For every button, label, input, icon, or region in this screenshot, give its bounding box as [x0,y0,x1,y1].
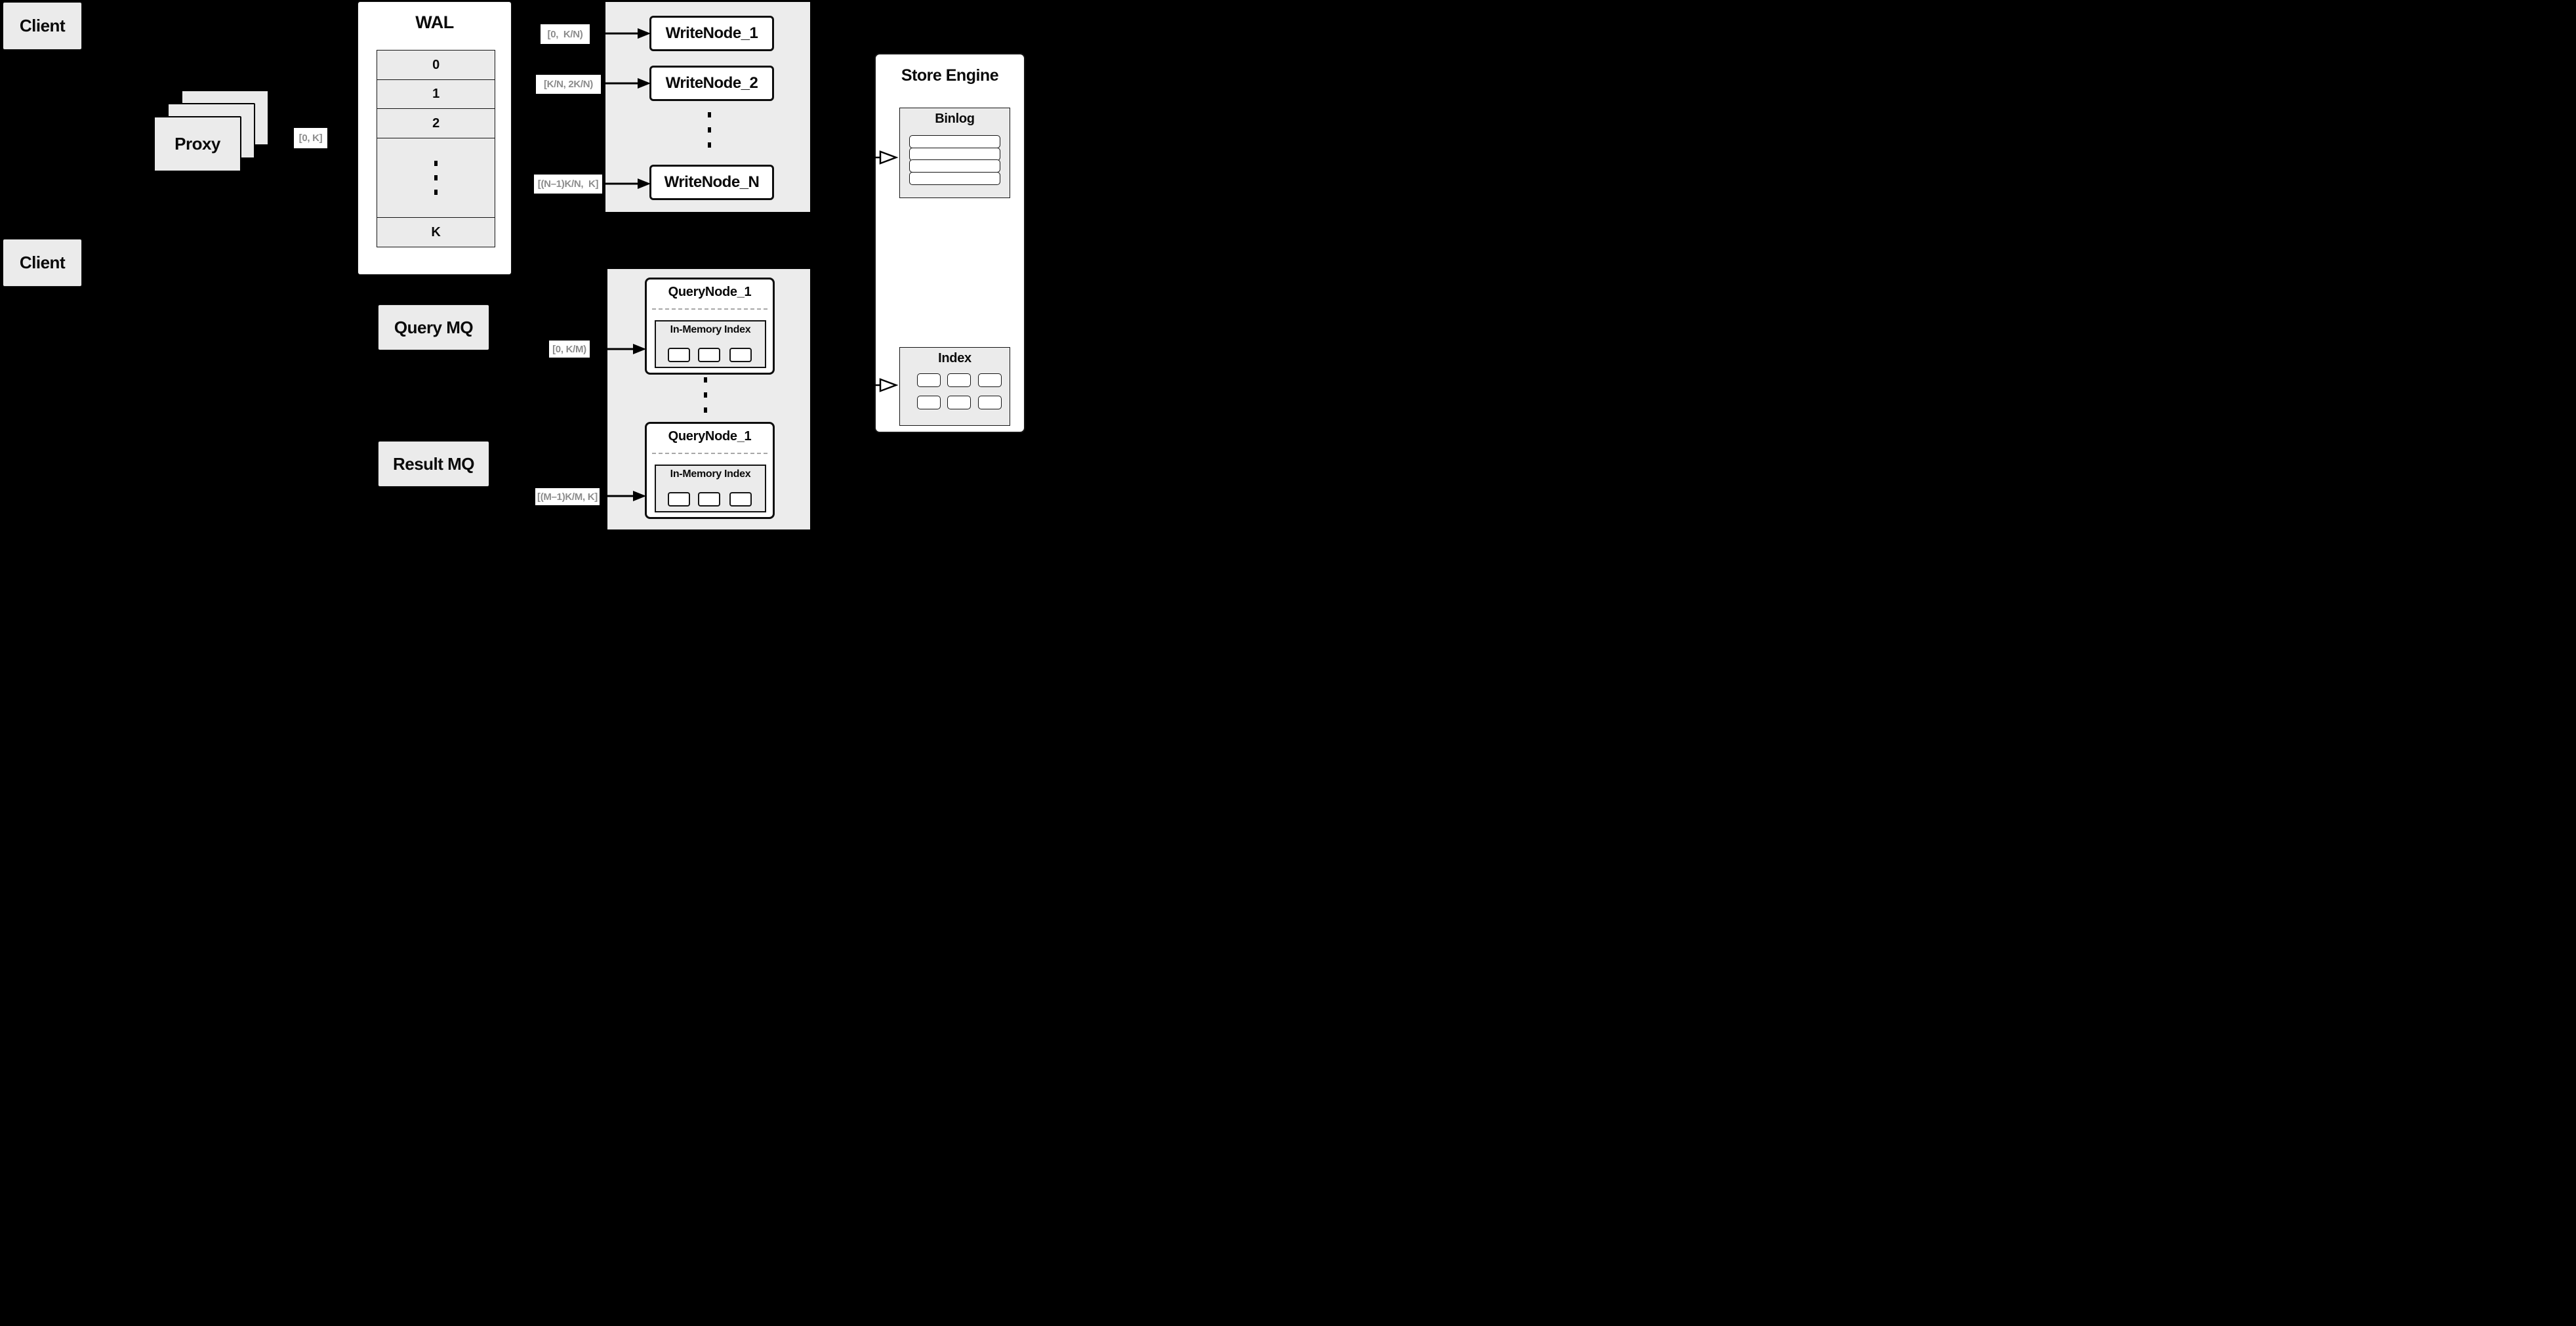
range-badge-proxy: [0, K] [294,128,327,148]
query-nodes-ellipsis-icon [704,377,707,413]
writenode-2-label: WriteNode_2 [665,74,758,92]
wal-row-1-label: 1 [432,87,440,101]
wal-row-k-label: K [431,224,441,239]
in-memory-index-title: In-Memory Index [670,468,751,480]
wal-row-0-label: 0 [432,57,440,72]
dot [434,175,438,180]
dashed-divider [652,308,767,310]
dashed-divider [652,453,767,454]
index-segment-cell [729,348,752,362]
writenode-n-label: WriteNode_N [664,173,760,191]
binlog-title: Binlog [935,112,975,126]
wal-row-1: 1 [377,79,495,110]
wal-row-2-label: 2 [432,115,440,131]
querynode-1-title: QueryNode_1 [668,285,752,299]
binlog-row [909,159,1000,173]
architecture-diagram: Client Client Proxy [0, K] WAL 0 1 2 [0,0,1029,529]
binlog-row [909,147,1000,161]
ellipsis-dots-icon [434,161,438,195]
querynode-m: QueryNode_1 In-Memory Index [645,422,775,519]
client-top-label: Client [19,16,66,35]
store-engine-box: Store Engine Binlog Index [874,53,1025,433]
index-cell [947,373,971,387]
client-node-bottom: Client [3,239,82,287]
wal-title: WAL [415,12,454,32]
result-mq-label: Result MQ [392,453,475,474]
result-mq-node: Result MQ [378,441,489,487]
dot [434,190,438,195]
range-badge-writenode-2: [K/N, 2K/N) [536,75,601,94]
index-segment-cell [729,492,752,507]
range-badge-querynode-1: [0, K/M) [549,341,590,358]
index-title: Index [938,351,971,365]
query-mq-node: Query MQ [378,304,489,350]
index-box: Index [899,347,1010,426]
index-segment-cell [668,492,690,507]
wal-box: WAL 0 1 2 K [358,1,512,275]
dot [704,377,707,383]
wal-row-ellipsis [377,137,495,218]
index-cell [917,396,941,409]
range-badge-querynode-m: [(M–1)K/M, K] [535,488,600,505]
binlog-row [909,135,1000,148]
proxy-node: Proxy [153,116,241,172]
index-segment-cell [698,492,720,507]
in-memory-index-box: In-Memory Index [655,320,766,368]
dot [704,407,707,413]
index-segment-cell [698,348,720,362]
index-cell [947,396,971,409]
dot [704,392,707,398]
client-node-top: Client [3,2,82,50]
dot [434,161,438,166]
querynode-1: QueryNode_1 In-Memory Index [645,278,775,375]
binlog-row [909,171,1000,185]
writenode-1: WriteNode_1 [649,16,774,51]
index-segment-cell [668,348,690,362]
index-cell [917,373,941,387]
dot [708,142,711,148]
writenode-n: WriteNode_N [649,165,774,200]
client-bottom-label: Client [19,253,66,272]
binlog-rows [900,135,1010,185]
range-badge-writenode-n: [(N–1)K/N, K] [534,175,602,194]
writenode-2: WriteNode_2 [649,66,774,101]
index-cell [978,373,1002,387]
range-badge-writenode-1: [0, K/N) [541,24,590,44]
query-mq-label: Query MQ [394,317,474,337]
wal-row-0: 0 [377,50,495,80]
wal-segment-table: 0 1 2 K [377,50,495,247]
writenode-1-label: WriteNode_1 [665,24,758,42]
wal-row-k: K [377,217,495,247]
proxy-label: Proxy [174,134,220,154]
querynode-m-title: QueryNode_1 [668,429,752,444]
dot [708,112,711,117]
dot [708,127,711,133]
in-memory-index-title: In-Memory Index [670,324,751,335]
wal-row-2: 2 [377,108,495,138]
store-engine-title: Store Engine [901,66,999,85]
write-nodes-ellipsis-icon [708,112,711,148]
index-cell [978,396,1002,409]
binlog-box: Binlog [899,108,1010,198]
in-memory-index-box: In-Memory Index [655,465,766,512]
